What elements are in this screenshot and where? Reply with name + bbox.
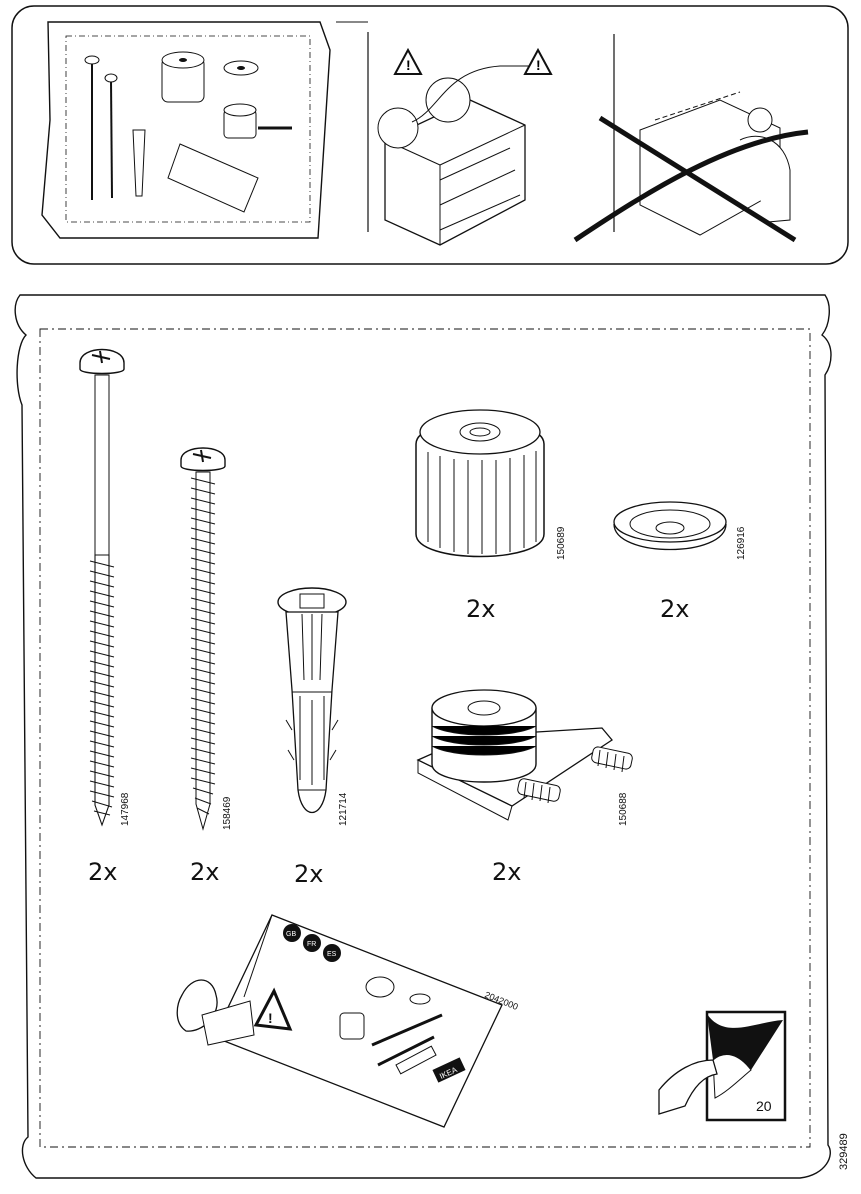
part-number: 147968: [120, 792, 131, 826]
part-number: 150689: [556, 526, 567, 560]
wall-bracket-icon: [412, 688, 642, 828]
quantity-label: 2x: [492, 858, 522, 886]
long-screw-icon: [74, 345, 134, 835]
svg-text:!: !: [406, 57, 411, 73]
part-number: 150688: [618, 792, 629, 826]
svg-text:!: !: [536, 57, 541, 73]
do-not-climb-icon: [573, 34, 809, 243]
quantity-label: 2x: [466, 595, 496, 623]
lang-fr: FR: [307, 941, 316, 948]
wall-plug-icon: [272, 580, 356, 830]
turn-page-icon[interactable]: [655, 1010, 790, 1125]
screw-icon: [177, 444, 233, 836]
language-badges: GB FR ES: [283, 924, 341, 962]
part-number: 121714: [338, 792, 349, 826]
part-number: 158469: [222, 796, 233, 830]
hardware-bag-icon: [41, 21, 331, 239]
overview-panel: ! !: [0, 0, 861, 270]
quantity-label: 2x: [88, 858, 118, 886]
document-code: 329489: [838, 1133, 850, 1170]
lang-es: ES: [327, 951, 337, 958]
instruction-booklet-icon: ! GB FR ES 2042000 IKEA: [172, 905, 522, 1130]
washer-icon: [610, 498, 730, 560]
part-number: 126916: [736, 526, 747, 560]
page-number: 20: [756, 1098, 772, 1114]
anchored-dresser-icon: ! !: [336, 21, 553, 246]
lang-gb: GB: [286, 931, 296, 938]
quantity-label: 2x: [190, 858, 220, 886]
quantity-label: 2x: [660, 595, 690, 623]
quantity-label: 2x: [294, 860, 324, 888]
svg-text:!: !: [268, 1010, 273, 1026]
knurled-cap-icon: [410, 404, 554, 564]
